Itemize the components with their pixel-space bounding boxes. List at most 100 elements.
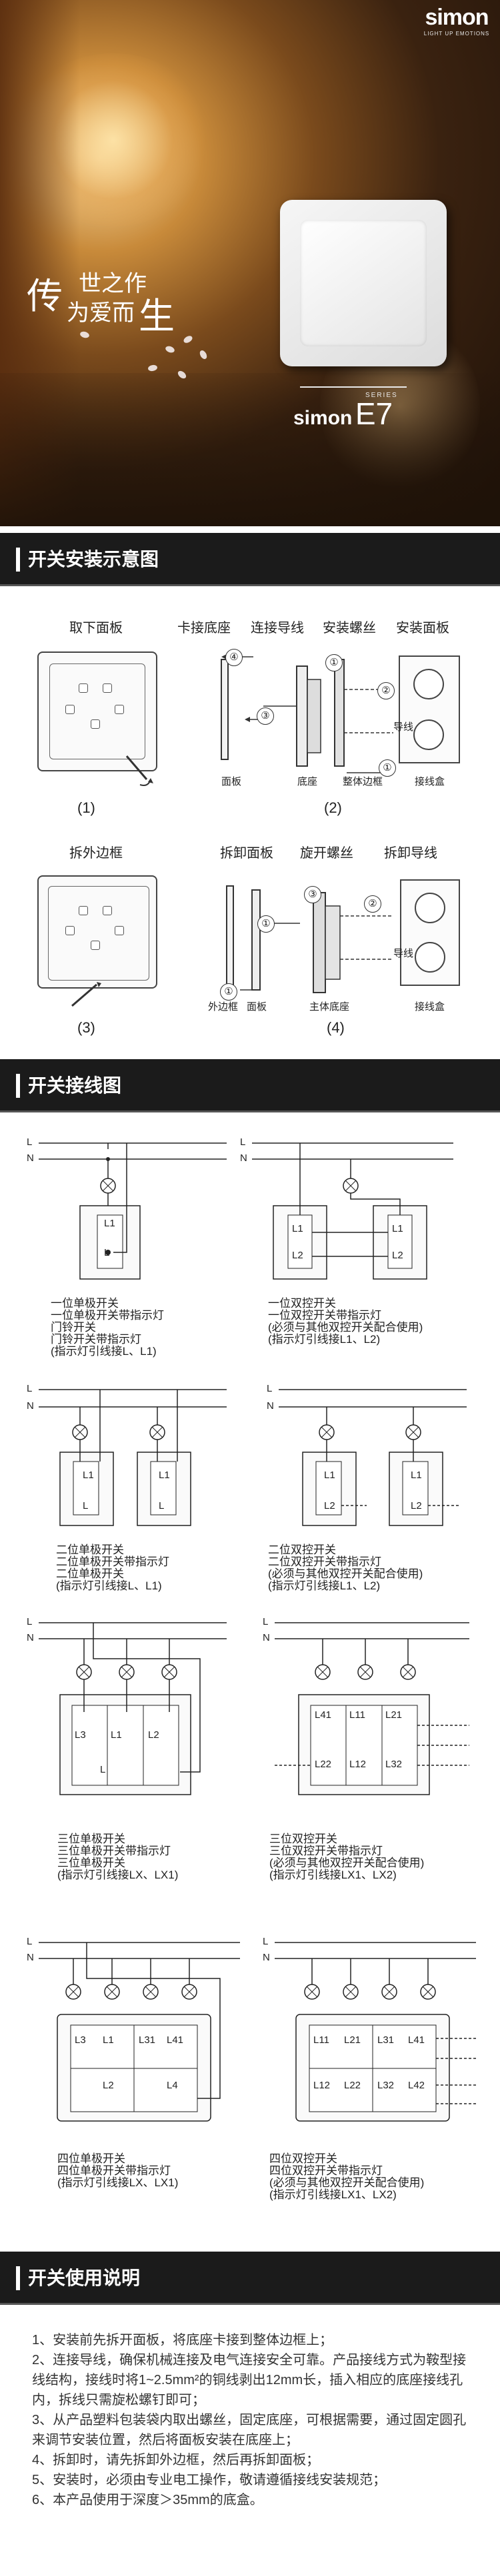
step1-caption: (1) [77, 799, 95, 816]
line-label: L [27, 1136, 33, 1148]
wiring-diagram-3 [39, 1389, 227, 1526]
series-name: simon E7 [293, 396, 393, 432]
step4-title: 拆卸面板 [220, 846, 273, 861]
step4-title: 旋开螺丝 [300, 846, 353, 861]
series-model: E7 [355, 396, 393, 431]
marker-2: ② [377, 682, 395, 699]
section-header-wiring: 开关接线图 [0, 1059, 500, 1112]
terminal-label: L12 [313, 2080, 331, 2091]
slogan-phrase: 世之作 [79, 270, 147, 297]
marker-3: ③ [304, 886, 321, 903]
terminal-label: L2 [392, 1250, 403, 1261]
terminal-label: L [83, 1500, 89, 1511]
terminal-label: L2 [103, 2080, 114, 2091]
part-label: 底座 [297, 776, 318, 787]
step3-title: 拆外边框 [69, 846, 123, 861]
instruction-item: 3、从产品塑料包装袋内取出螺丝，固定底座，可根据需要，通过固定圆孔来调节安装位置… [32, 2413, 467, 2447]
section-header-install: 开关安装示意图 [0, 533, 500, 586]
part-label: 整体边框 [343, 776, 383, 787]
terminal-label: L41 [315, 1709, 332, 1721]
wiring-caption-5: 三位单极开关三位单极开关带指示灯三位单极开关(指示灯引线接LX、LX1) [57, 1833, 179, 1881]
wire-label: 导线 [393, 721, 414, 733]
terminal-label: L1 [111, 1729, 122, 1741]
line-label: L [263, 1936, 269, 1947]
part-label: 面板 [247, 1001, 267, 1013]
step2-title: 卡接底座 [177, 621, 231, 636]
wiring-caption-7: 四位单极开关四位单极开关带指示灯(指示灯引线接LX、LX1) [57, 2152, 179, 2189]
terminal-label: L1 [83, 1470, 94, 1481]
terminal-label: L31 [139, 2034, 156, 2046]
junction-box-drawing [399, 655, 460, 763]
header-rule [0, 1110, 500, 1112]
screwdriver-icon [125, 755, 153, 786]
marker-4: ④ [225, 649, 243, 666]
terminal-label: L1 [411, 1470, 422, 1481]
terminal-label: L1 [392, 1223, 403, 1234]
petal-decoration [147, 364, 158, 372]
terminal-label: L3 [75, 2034, 86, 2046]
terminal-label: L2 [292, 1250, 303, 1261]
slogan-phrase: 为爱而 [67, 300, 135, 326]
disassembly-drawing [226, 885, 393, 993]
section-title: 开关安装示意图 [28, 549, 159, 570]
marker-3: ③ [257, 707, 274, 725]
terminal-label: L22 [315, 1759, 332, 1770]
terminal-label: L1 [103, 2034, 114, 2046]
marker-1: ① [257, 915, 275, 933]
terminal-label: L1 [104, 1218, 115, 1229]
slogan-char: 传 [27, 275, 63, 317]
wiring-caption-1: 一位单极开关一位单极开关带指示灯门铃开关门铃开关带指示灯(指示灯引线接L、L1) [51, 1297, 164, 1358]
exploded-assembly-drawing [221, 654, 393, 773]
line-label: N [263, 1952, 270, 1963]
line-label: L [27, 1936, 33, 1947]
instruction-item: 4、拆卸时，请先拆卸外边框，然后再拆卸面板； [32, 2453, 320, 2467]
step2-title: 安装螺丝 [323, 621, 376, 636]
marker-2: ② [364, 895, 381, 913]
instruction-item: 6、本产品使用于深度＞35mm的底盒。 [32, 2493, 263, 2507]
step2-title: 安装面板 [396, 621, 449, 636]
line-label: N [27, 1952, 34, 1963]
section-title: 开关使用说明 [28, 2268, 141, 2288]
marker-1: ① [220, 983, 237, 1001]
marker-1: ① [379, 759, 396, 777]
wiring-diagram-4 [279, 1389, 467, 1526]
terminal-label: L [100, 1764, 106, 1775]
terminal-label: L31 [377, 2034, 395, 2046]
terminal-label: L41 [408, 2034, 425, 2046]
switch-product-image [280, 200, 447, 366]
terminal-label: L21 [344, 2034, 361, 2046]
header-accent-bar [16, 1074, 20, 1098]
line-label: N [27, 1632, 34, 1643]
line-label: L [240, 1136, 246, 1148]
header-accent-bar [16, 2266, 20, 2290]
brand-logo: simon LIGHT UP EMOTIONS [417, 4, 496, 43]
instruction-item: 5、安装时，必须由专业电工操作，敬请遵循接线安装规范； [32, 2473, 387, 2487]
terminal-label: L [159, 1500, 165, 1511]
header-rule [0, 2303, 500, 2305]
terminal-label: L32 [377, 2080, 395, 2091]
screwdriver-icon [71, 982, 101, 1007]
step4-title: 拆卸导线 [384, 846, 437, 861]
hero-banner: simon LIGHT UP EMOTIONS 传 世之作 为爱而 生 SERI… [0, 0, 500, 526]
wiring-diagram-2 [252, 1142, 453, 1280]
line-label: N [240, 1152, 247, 1164]
terminal-label: L11 [313, 2034, 329, 2046]
slogan-char: 生 [139, 295, 175, 337]
part-label: 面板 [221, 776, 242, 787]
terminal-label: L [104, 1247, 110, 1258]
marker-1: ① [325, 654, 343, 671]
terminal-label: L1 [292, 1223, 303, 1234]
petal-decoration [182, 334, 194, 344]
wiring-diagram-5 [39, 1622, 227, 1795]
petal-decoration [164, 344, 176, 354]
part-label: 主体底座 [309, 1001, 350, 1013]
line-label: L [263, 1616, 269, 1627]
petal-decoration [198, 349, 209, 360]
wiring-diagram-8 [275, 1942, 476, 2122]
terminal-label: L12 [349, 1759, 367, 1770]
wiring-diagram-1 [39, 1142, 227, 1280]
wiring-caption-2: 一位双控开关一位双控开关带指示灯(必须与其他双控开关配合使用)(指示灯引线接L1… [268, 1297, 423, 1346]
part-label: 外边框 [208, 1001, 239, 1013]
socket-panel-drawing [37, 651, 157, 771]
terminal-label: L1 [159, 1470, 170, 1481]
